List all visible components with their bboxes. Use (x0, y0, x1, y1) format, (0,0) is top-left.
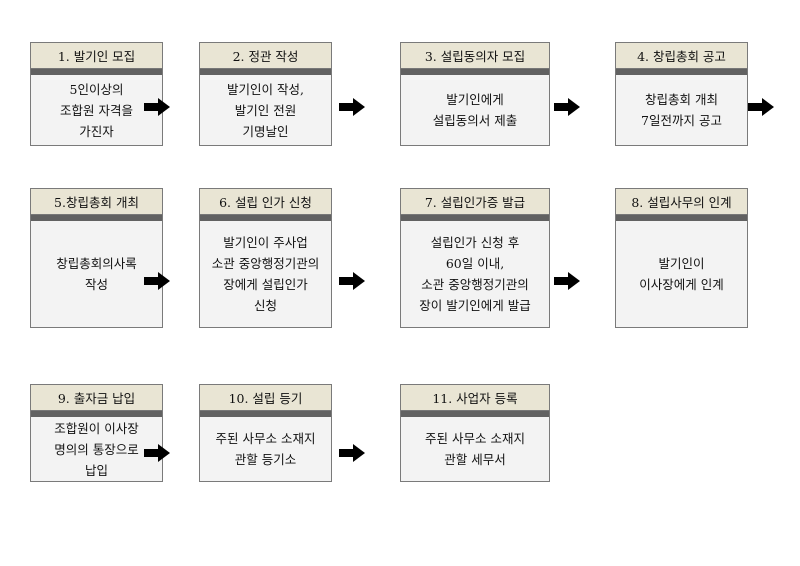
step-divider (200, 69, 331, 75)
step-description: 발기인이 작성, 발기인 전원 기명날인 (227, 81, 304, 139)
step-divider (401, 411, 549, 417)
step-divider (31, 411, 162, 417)
step-description: 창립총회 개최 7일전까지 공고 (641, 92, 722, 128)
step-description: 조합원이 이사장 명의의 통장으로 납입 (54, 420, 139, 478)
step-description: 5인이상의 조합원 자격을 가진자 (60, 81, 133, 139)
step-5-box: 5.창립총회 개최 창립총회의사록 작성 (30, 188, 163, 328)
step-title: 10. 설립 등기 (200, 385, 331, 411)
step-divider (401, 69, 549, 75)
step-11-box: 11. 사업자 등록 주된 사무소 소재지 관할 세무서 (400, 384, 550, 482)
step-title: 3. 설립동의자 모집 (401, 43, 549, 69)
step-divider (31, 215, 162, 221)
right-arrow-icon (144, 272, 170, 290)
step-description: 발기인이 주사업 소관 중앙행정기관의 장에게 설립인가 신청 (211, 235, 320, 313)
step-divider (616, 215, 747, 221)
step-description: 주된 사무소 소재지 관할 등기소 (215, 431, 316, 467)
step-divider (31, 69, 162, 75)
step-title: 5.창립총회 개최 (31, 189, 162, 215)
step-8-box: 8. 설립사무의 인계 발기인이 이사장에게 인계 (615, 188, 748, 328)
step-3-box: 3. 설립동의자 모집 발기인에게 설립동의서 제출 (400, 42, 550, 146)
step-divider (401, 215, 549, 221)
step-divider (200, 215, 331, 221)
right-arrow-icon (144, 444, 170, 462)
right-arrow-icon (554, 98, 580, 116)
step-title: 9. 출자금 납입 (31, 385, 162, 411)
step-10-box: 10. 설립 등기 주된 사무소 소재지 관할 등기소 (199, 384, 332, 482)
step-1-box: 1. 발기인 모집 5인이상의 조합원 자격을 가진자 (30, 42, 163, 146)
step-title: 2. 정관 작성 (200, 43, 331, 69)
right-arrow-icon (339, 272, 365, 290)
right-arrow-icon (339, 444, 365, 462)
step-title: 4. 창립총회 공고 (616, 43, 747, 69)
right-arrow-icon (554, 272, 580, 290)
step-6-box: 6. 설립 인가 신청 발기인이 주사업 소관 중앙행정기관의 장에게 설립인가… (199, 188, 332, 328)
step-4-box: 4. 창립총회 공고 창립총회 개최 7일전까지 공고 (615, 42, 748, 146)
step-description: 발기인에게 설립동의서 제출 (432, 92, 518, 128)
step-divider (616, 69, 747, 75)
right-arrow-icon (748, 98, 774, 116)
step-description: 주된 사무소 소재지 관할 세무서 (425, 431, 525, 467)
step-divider (200, 411, 331, 417)
step-description: 설립인가 신청 후 60일 이내, 소관 중앙행정기관의 장이 발기인에게 발급 (419, 235, 531, 313)
step-title: 1. 발기인 모집 (31, 43, 162, 69)
step-description: 발기인이 이사장에게 인계 (639, 256, 724, 292)
step-title: 7. 설립인가증 발급 (401, 189, 549, 215)
right-arrow-icon (144, 98, 170, 116)
right-arrow-icon (339, 98, 365, 116)
step-title: 11. 사업자 등록 (401, 385, 549, 411)
step-9-box: 9. 출자금 납입 조합원이 이사장 명의의 통장으로 납입 (30, 384, 163, 482)
step-description: 창립총회의사록 작성 (56, 256, 137, 292)
step-title: 6. 설립 인가 신청 (200, 189, 331, 215)
step-7-box: 7. 설립인가증 발급 설립인가 신청 후 60일 이내, 소관 중앙행정기관의… (400, 188, 550, 328)
step-2-box: 2. 정관 작성 발기인이 작성, 발기인 전원 기명날인 (199, 42, 332, 146)
step-title: 8. 설립사무의 인계 (616, 189, 747, 215)
